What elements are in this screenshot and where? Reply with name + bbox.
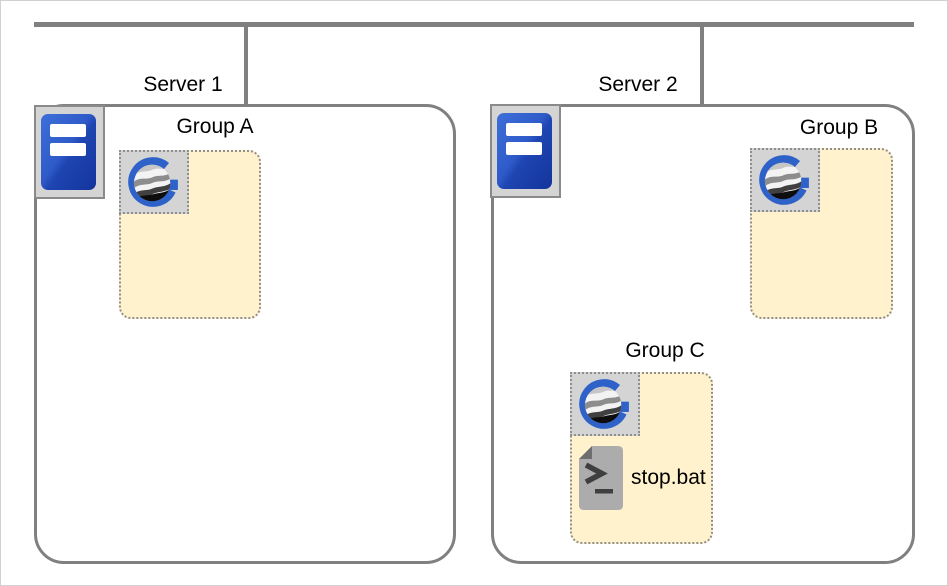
server-tower-glyph	[497, 113, 552, 189]
stop-bat-label: stop.bat	[631, 466, 706, 489]
server1-connector-line	[244, 25, 248, 104]
group-c-label: Group C	[625, 339, 705, 362]
group-a-label: Group A	[176, 115, 254, 138]
server2-connector-line	[700, 25, 704, 104]
server1-label: Server 1	[143, 73, 223, 96]
server-tower-icon	[34, 105, 105, 199]
g-logo-icon	[119, 150, 189, 214]
server-tower-icon	[490, 104, 561, 198]
network-bus-line	[34, 22, 914, 27]
group-a-box	[119, 150, 261, 319]
g-logo-icon	[750, 148, 820, 212]
server2-label: Server 2	[598, 73, 678, 96]
g-logo-icon	[570, 372, 640, 436]
batch-file-icon	[579, 446, 623, 510]
group-b-label: Group B	[799, 116, 879, 139]
server-tower-glyph	[41, 114, 96, 190]
